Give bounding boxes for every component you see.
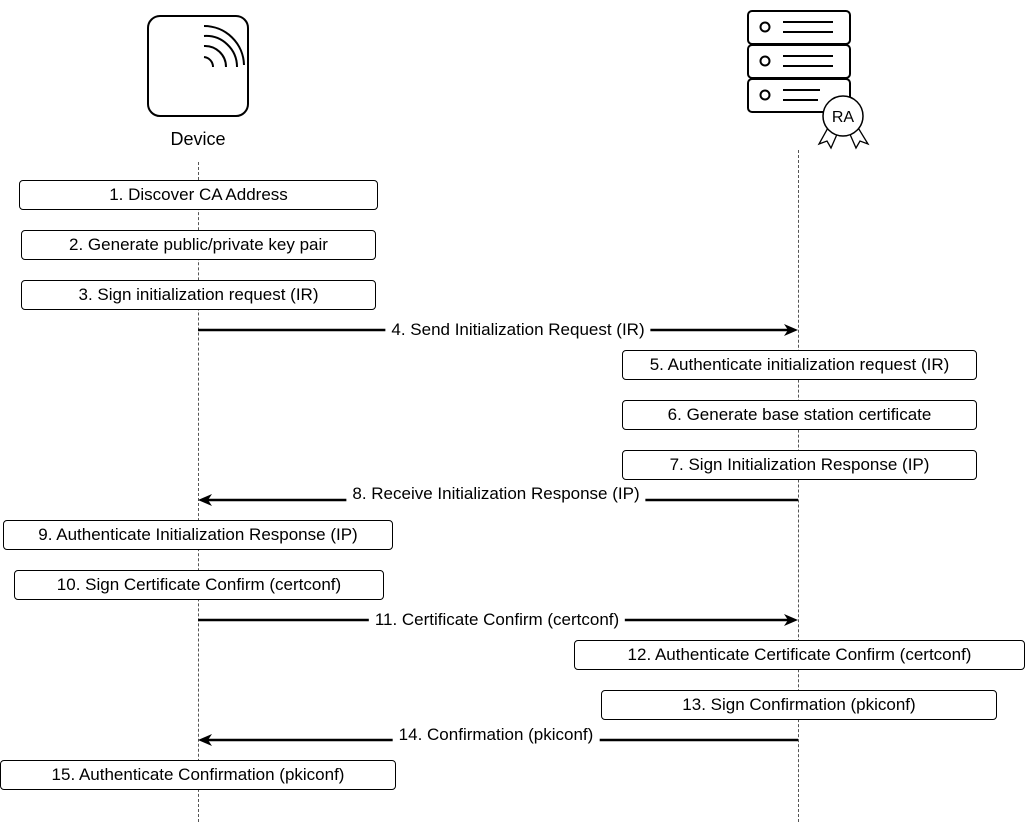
device-label: Device bbox=[170, 129, 226, 149]
server-stack-icon bbox=[747, 10, 851, 113]
message-send-ir-label: 4. Send Initialization Request (IR) bbox=[385, 320, 651, 340]
step-sign-certconf: 10. Sign Certificate Confirm (certconf) bbox=[14, 570, 384, 600]
step-authenticate-certconf: 12. Authenticate Certificate Confirm (ce… bbox=[574, 640, 1025, 670]
message-pkiconf-label: 14. Confirmation (pkiconf) bbox=[392, 725, 600, 745]
step-authenticate-ir: 5. Authenticate initialization request (… bbox=[622, 350, 977, 380]
step-sign-ip: 7. Sign Initialization Response (IP) bbox=[622, 450, 977, 480]
ra-badge-icon: RA bbox=[817, 95, 870, 150]
step-discover-ca: 1. Discover CA Address bbox=[19, 180, 378, 210]
step-sign-ir: 3. Sign initialization request (IR) bbox=[21, 280, 376, 310]
device-lifeline bbox=[198, 162, 199, 822]
step-generate-certificate: 6. Generate base station certificate bbox=[622, 400, 977, 430]
step-authenticate-ip: 9. Authenticate Initialization Response … bbox=[3, 520, 393, 550]
step-generate-keypair: 2. Generate public/private key pair bbox=[21, 230, 376, 260]
ra-badge-label: RA bbox=[832, 109, 855, 126]
step-sign-pkiconf: 13. Sign Confirmation (pkiconf) bbox=[601, 690, 997, 720]
wireless-device-icon bbox=[147, 15, 249, 117]
message-certconf-label: 11. Certificate Confirm (certconf) bbox=[368, 610, 626, 630]
ra-lifeline bbox=[798, 150, 799, 822]
step-authenticate-pkiconf: 15. Authenticate Confirmation (pkiconf) bbox=[0, 760, 396, 790]
message-receive-ip-label: 8. Receive Initialization Response (IP) bbox=[346, 484, 646, 504]
